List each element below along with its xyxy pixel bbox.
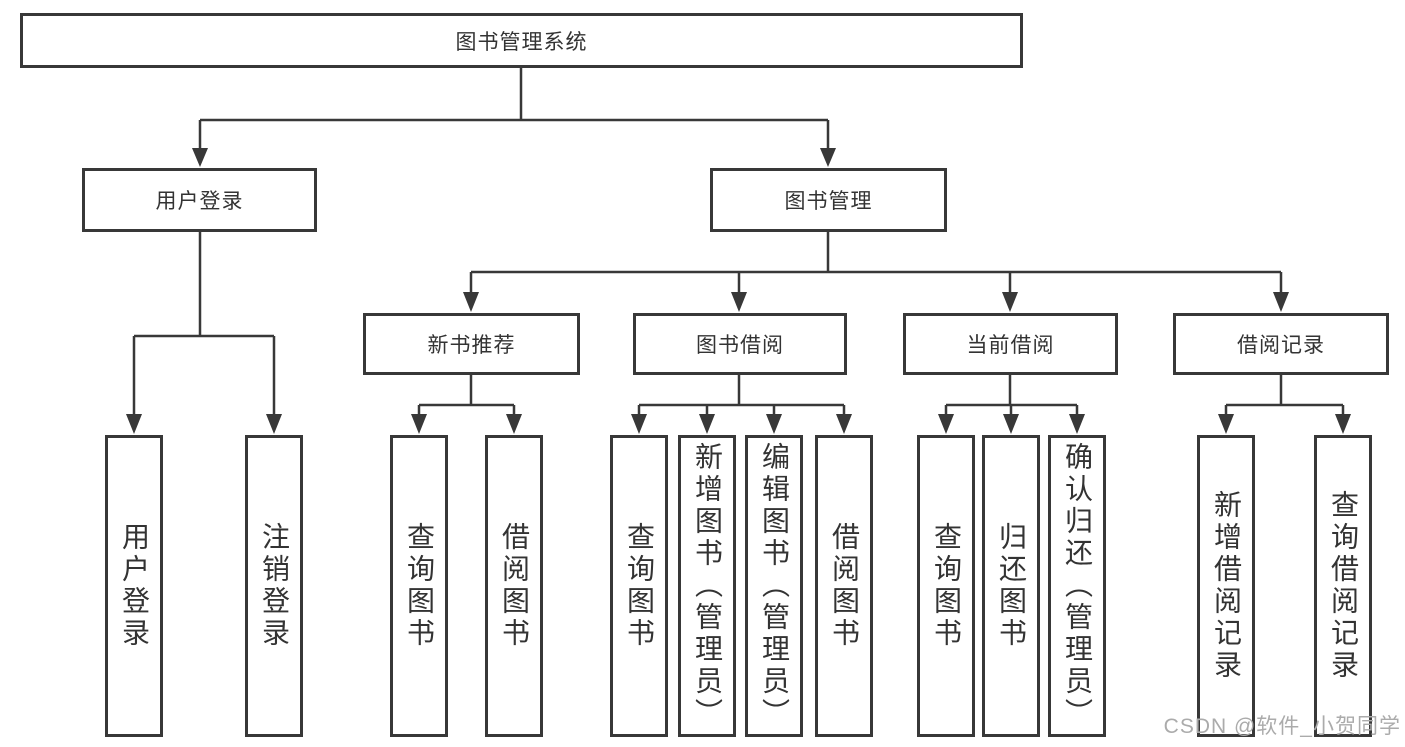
- node-leaf-query-borrow-record: 查询借阅记录: [1314, 435, 1372, 737]
- node-label: 图书借阅: [696, 334, 784, 357]
- node-leaf-add-books-admin: 新增图书（管理员）: [678, 435, 736, 737]
- node-label: 用户登录: [155, 190, 244, 213]
- node-label: 新增图书（管理员）: [692, 442, 723, 730]
- node-leaf-user-login: 用户登录: [105, 435, 163, 737]
- node-leaf-query-books-recommend: 查询图书: [390, 435, 448, 737]
- node-label: 借阅图书: [829, 522, 860, 650]
- node-leaf-query-books-current: 查询图书: [917, 435, 975, 737]
- node-label: 查询图书: [624, 522, 655, 650]
- node-label: 编辑图书（管理员）: [759, 442, 790, 730]
- node-leaf-logout: 注销登录: [245, 435, 303, 737]
- node-label: 查询借阅记录: [1328, 490, 1359, 682]
- node-label: 当前借阅: [966, 334, 1055, 357]
- node-label: 新书推荐: [427, 334, 516, 357]
- node-borrow-records: 借阅记录: [1173, 313, 1389, 375]
- node-leaf-borrow-books-recommend: 借阅图书: [485, 435, 543, 737]
- node-label: 用户登录: [119, 522, 150, 650]
- node-label: 借阅图书: [499, 522, 530, 650]
- arrowheads: [126, 148, 1351, 434]
- node-label: 注销登录: [259, 522, 290, 650]
- node-label: 借阅记录: [1237, 334, 1325, 357]
- node-label: 图书管理: [784, 190, 873, 213]
- node-label: 确认归还（管理员）: [1062, 442, 1093, 730]
- node-book-management: 图书管理: [710, 168, 947, 232]
- node-label: 查询图书: [404, 522, 435, 650]
- node-label: 查询图书: [931, 522, 962, 650]
- node-root-library-system: 图书管理系统: [20, 13, 1023, 68]
- node-current-borrow: 当前借阅: [903, 313, 1118, 375]
- node-book-borrow: 图书借阅: [633, 313, 847, 375]
- csdn-watermark: CSDN @软件_小贺同学: [1163, 715, 1401, 738]
- node-leaf-query-books-borrow: 查询图书: [610, 435, 668, 737]
- node-leaf-add-borrow-record: 新增借阅记录: [1197, 435, 1255, 737]
- node-label: 新增借阅记录: [1211, 490, 1242, 682]
- node-user-login: 用户登录: [82, 168, 317, 232]
- node-leaf-return-books: 归还图书: [982, 435, 1040, 737]
- node-label: 归还图书: [996, 522, 1027, 650]
- node-label: 图书管理系统: [455, 30, 588, 54]
- node-leaf-edit-books-admin: 编辑图书（管理员）: [745, 435, 803, 737]
- node-new-book-recommend: 新书推荐: [363, 313, 580, 375]
- node-leaf-borrow-books: 借阅图书: [815, 435, 873, 737]
- node-leaf-confirm-return-admin: 确认归还（管理员）: [1048, 435, 1106, 737]
